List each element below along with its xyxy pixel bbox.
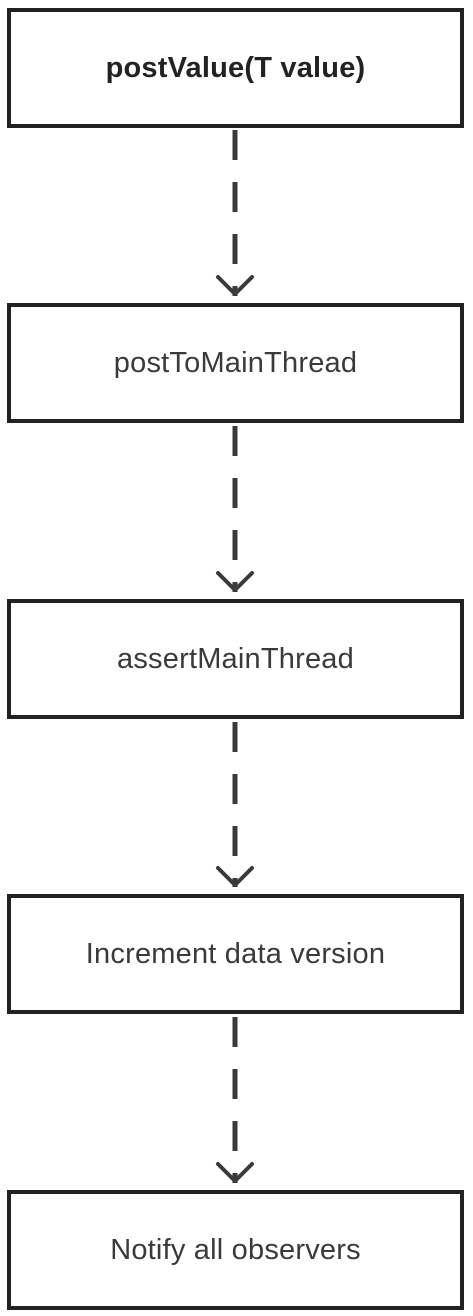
edge-assertmainthread-to-increment bbox=[216, 722, 254, 887]
arrowhead-icon bbox=[216, 275, 254, 296]
node-notify-all-observers: Notify all observers bbox=[7, 1190, 464, 1310]
arrowhead-icon bbox=[216, 1162, 254, 1183]
node-label: postValue(T value) bbox=[105, 51, 366, 84]
node-label: Increment data version bbox=[85, 937, 386, 970]
arrowhead-icon bbox=[216, 571, 254, 592]
edge-posttomainthread-to-assertmainthread bbox=[216, 426, 254, 592]
edge-postvalue-to-posttomainthread bbox=[216, 130, 254, 296]
node-increment-data-version: Increment data version bbox=[7, 894, 464, 1014]
edge-increment-to-notify bbox=[216, 1017, 254, 1183]
node-assertmainthread: assertMainThread bbox=[7, 599, 464, 719]
node-label: Notify all observers bbox=[110, 1233, 361, 1266]
node-postvalue: postValue(T value) bbox=[7, 8, 464, 128]
node-label: postToMainThread bbox=[113, 346, 358, 379]
node-label: assertMainThread bbox=[117, 642, 354, 675]
arrowhead-icon bbox=[216, 866, 254, 887]
node-posttomainthread: postToMainThread bbox=[7, 303, 464, 423]
